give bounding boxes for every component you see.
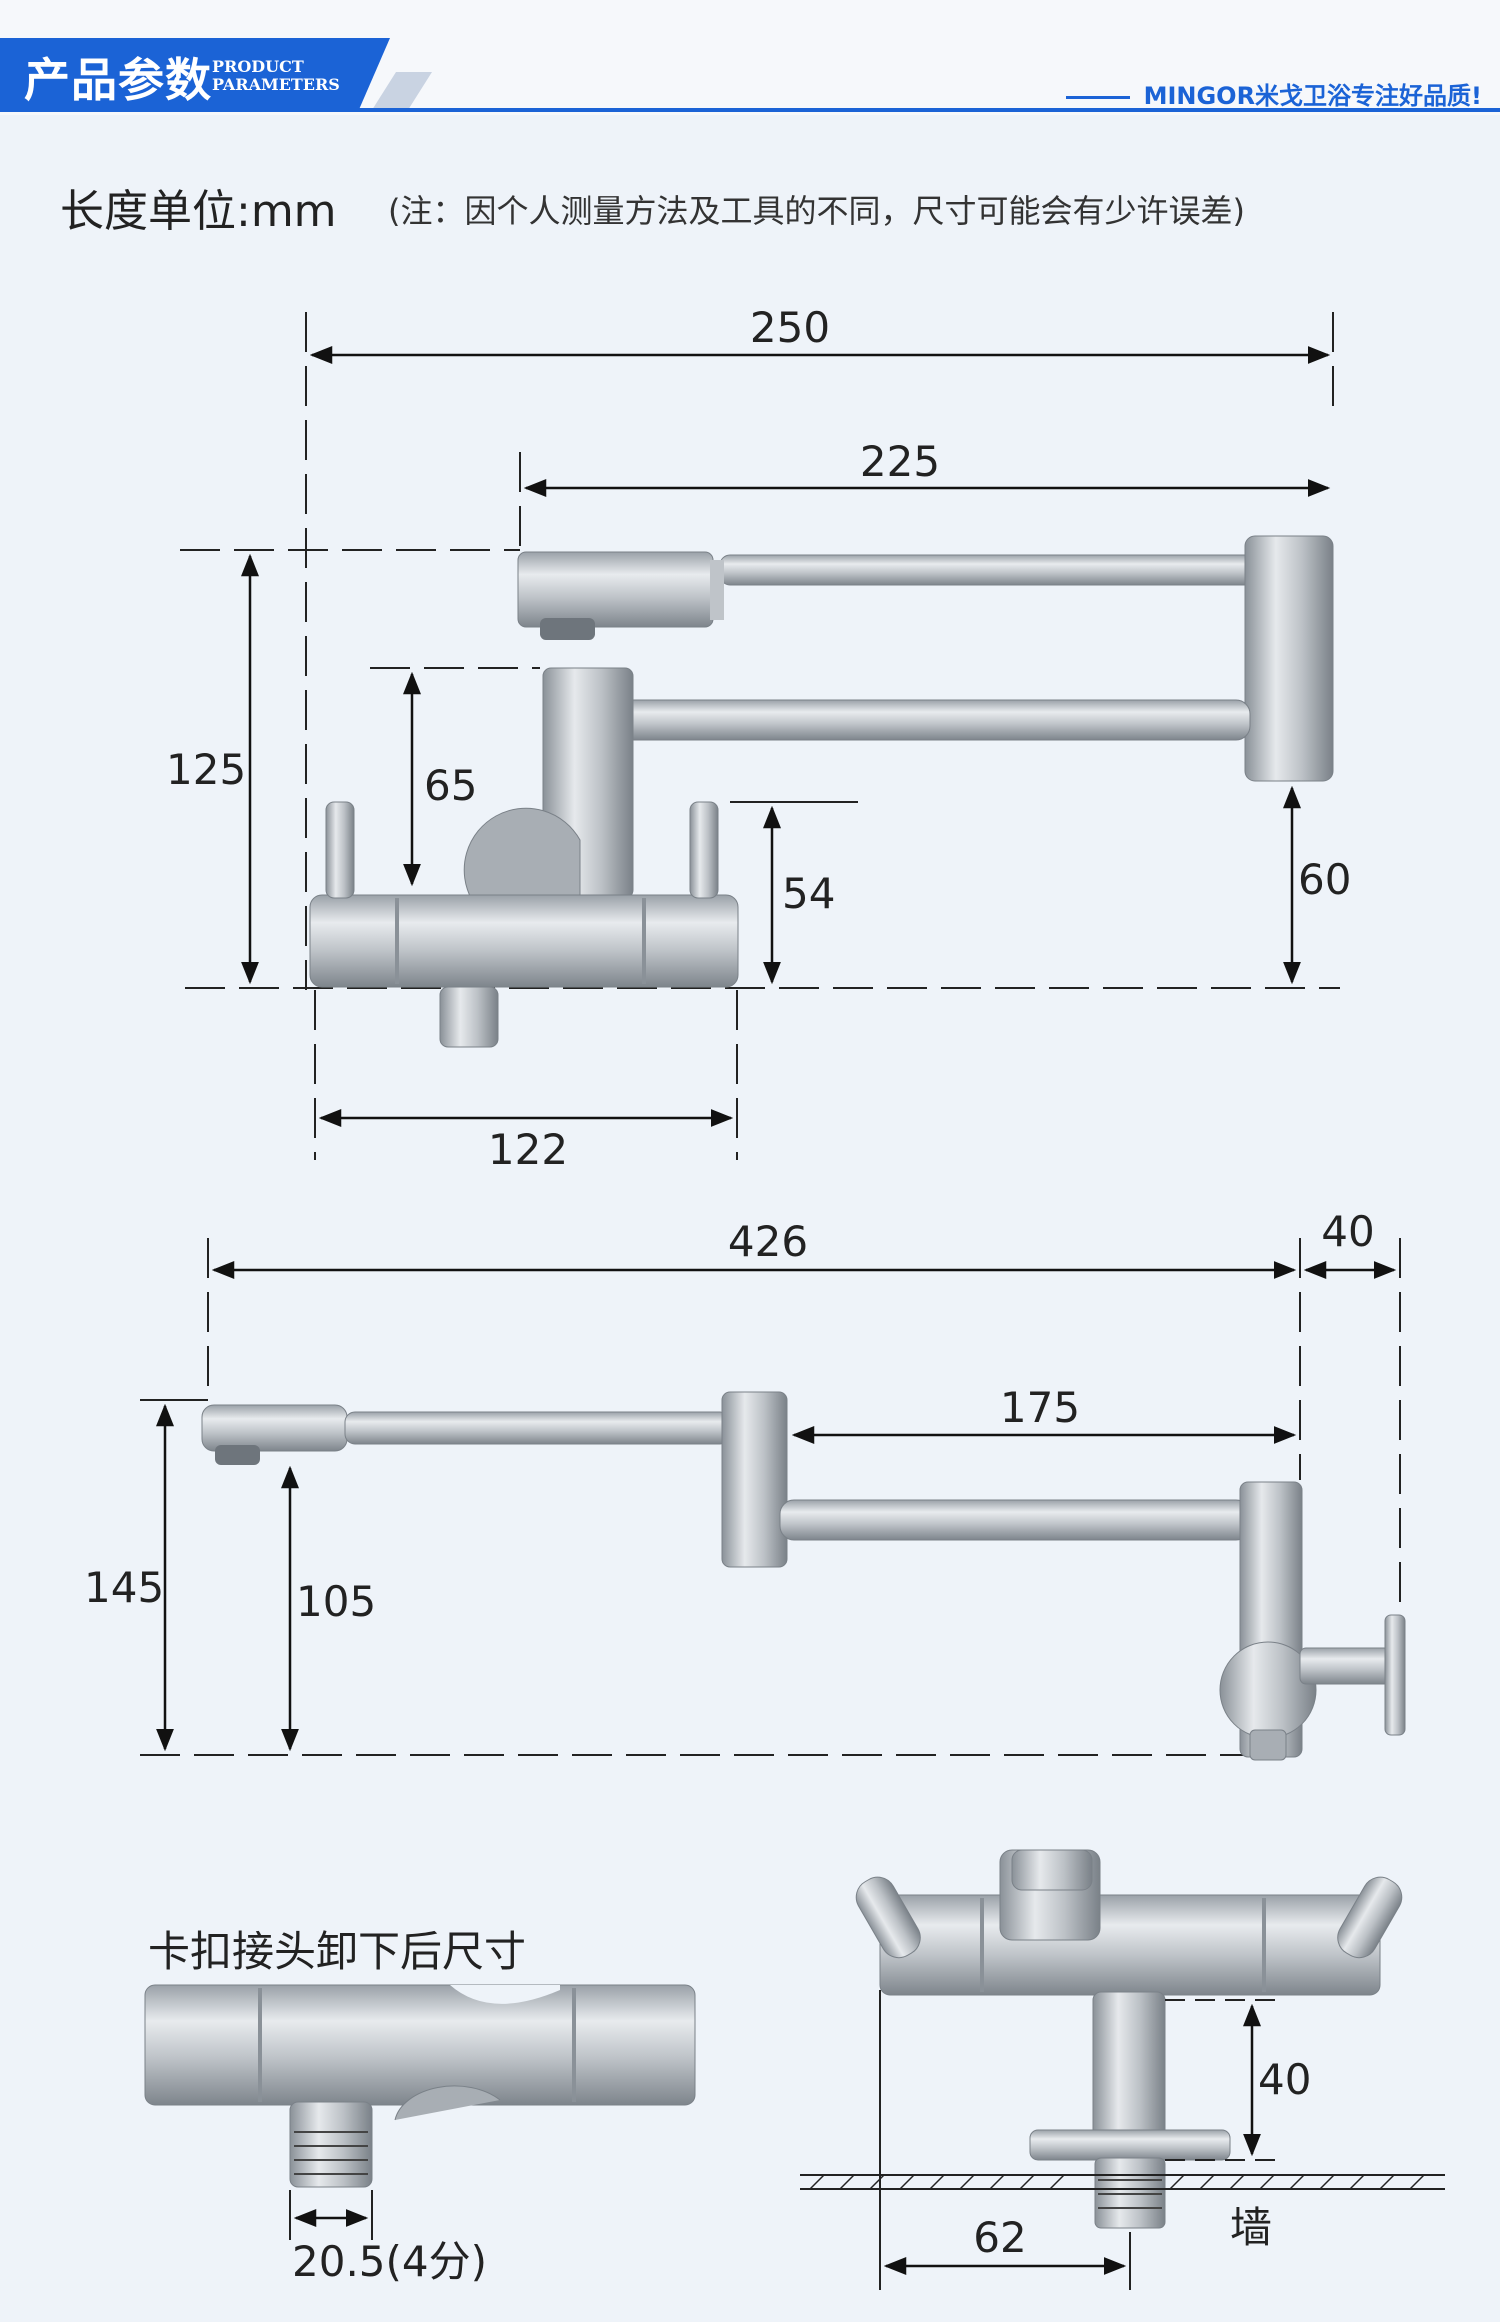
dim-125: 125	[166, 745, 246, 794]
dim-60: 60	[1298, 855, 1351, 904]
connector-caption: 卡扣接头卸下后尺寸	[148, 1927, 526, 1976]
dim-250: 250	[750, 303, 830, 352]
dim-20-5: 20.5(4分)	[292, 2237, 487, 2286]
dim-175: 175	[1000, 1383, 1080, 1432]
faucet-side-body	[201, 1391, 1406, 1761]
diagram-connector-detail: 卡扣接头卸下后尺寸 20.5(4分)	[144, 1927, 696, 2286]
diagram-wall-mount: 40 62 墙	[800, 1849, 1445, 2290]
dim-122: 122	[488, 1125, 568, 1174]
header-subtitle-line2: PARAMETERS	[212, 75, 340, 94]
brand-dash	[1065, 95, 1130, 99]
header-subtitle: PRODUCT PARAMETERS	[212, 58, 362, 94]
brand-tagline: MINGOR米戈卫浴专注好品质!	[1065, 76, 1482, 111]
dim-54: 54	[782, 869, 835, 918]
dim-225: 225	[860, 437, 940, 486]
header-banner: 产品参数 PRODUCT PARAMETERS MINGOR米戈卫浴专注好品质!	[0, 0, 1500, 115]
diagram-side-view: 426 40 175 145 105	[84, 1207, 1406, 1761]
header-subtitle-line1: PRODUCT	[212, 57, 304, 76]
dim-62: 62	[973, 2213, 1026, 2262]
dim-40-wall: 40	[1258, 2055, 1311, 2104]
measurement-note: (注：因个人测量方法及工具的不同，尺寸可能会有少许误差)	[388, 192, 1245, 230]
header-title-bar	[0, 38, 390, 110]
dim-105: 105	[296, 1577, 376, 1626]
header-divider	[0, 108, 1500, 112]
diagram-top-view: 250 225 125 65 54 60 122	[166, 303, 1351, 1174]
dim-65: 65	[424, 761, 477, 810]
wall-hatch	[809, 2174, 1425, 2190]
dim-426: 426	[728, 1217, 808, 1266]
unit-label: 长度单位:mm	[60, 186, 337, 237]
wall-label: 墙	[1230, 2203, 1272, 2252]
header-title: 产品参数	[24, 53, 212, 107]
dim-40-top: 40	[1321, 1207, 1374, 1256]
brand-text: MINGOR米戈卫浴专注好品质!	[1143, 82, 1482, 110]
faucet-top-body	[309, 535, 1334, 1048]
dim-145: 145	[84, 1563, 164, 1612]
